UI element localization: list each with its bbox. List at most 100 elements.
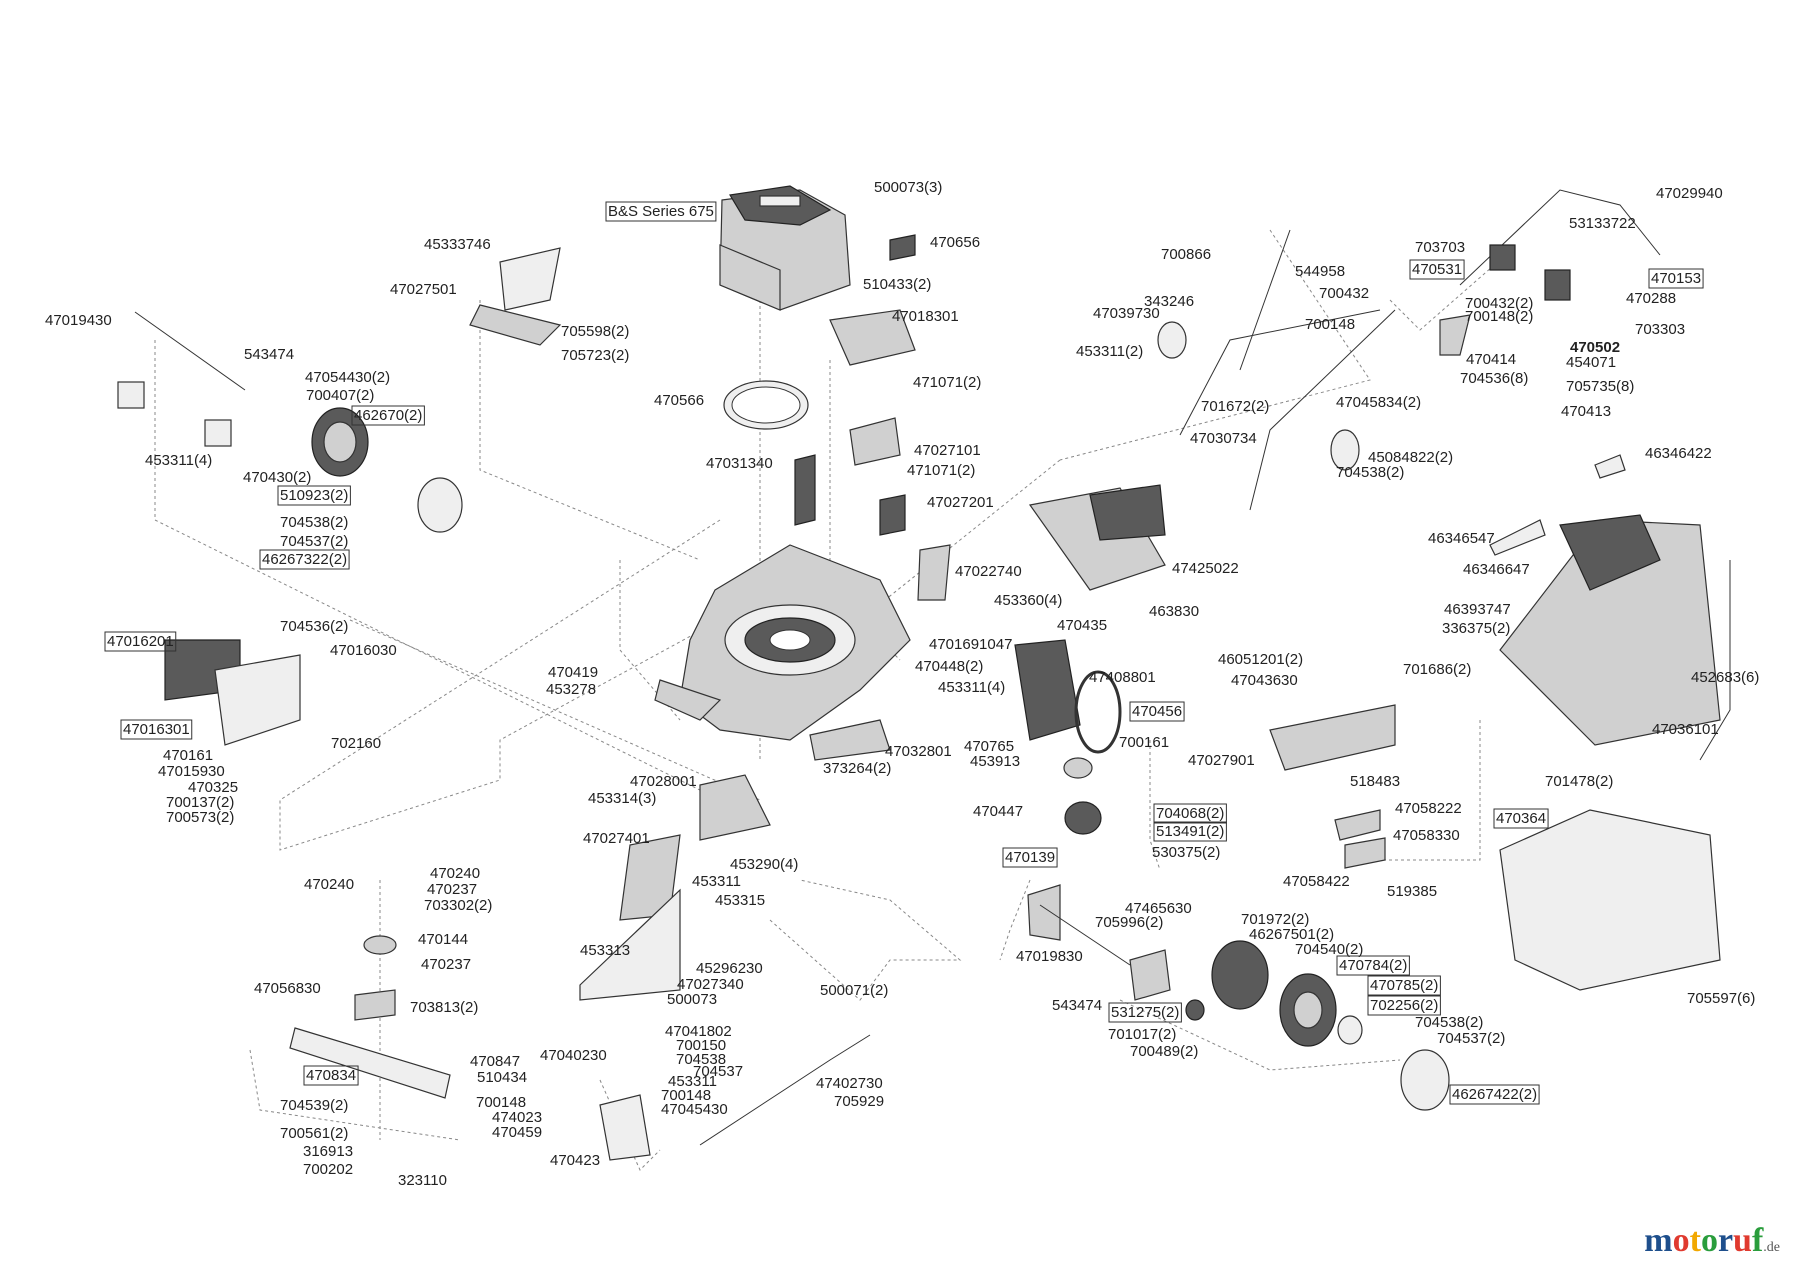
rear-wheel	[1185, 940, 1450, 1111]
part-label-box	[1648, 268, 1704, 289]
part-label: 470765	[964, 738, 1014, 755]
part-label: 704538(2)	[1336, 464, 1404, 481]
part-label: 701478(2)	[1545, 773, 1613, 790]
part-label-box	[1336, 955, 1410, 976]
part-label: 701972(2)	[1241, 911, 1309, 928]
part-label: 704538(2)	[1415, 1014, 1483, 1031]
part-label: 453360(4)	[994, 592, 1062, 609]
part-label: 47027101	[914, 442, 981, 459]
part-label: 700148	[1305, 316, 1355, 333]
part-label: 47027201	[927, 494, 994, 511]
part-label: 704538	[676, 1051, 726, 1068]
part-label-box	[277, 485, 351, 506]
part-label: 703303	[1635, 321, 1685, 338]
part-label-box	[1108, 1002, 1182, 1023]
part-label: 46346547	[1428, 530, 1495, 547]
engine-block	[719, 185, 851, 311]
part-label: 700573(2)	[166, 809, 234, 826]
part-label: 700866	[1161, 246, 1211, 263]
part-label: 45333746	[424, 236, 491, 253]
part-label: 700432	[1319, 285, 1369, 302]
part-label: 510923(2)	[280, 487, 348, 504]
lower-handle	[1179, 229, 1396, 511]
part-label: 46346422	[1645, 445, 1712, 462]
part-label: 47016301	[123, 721, 190, 738]
part-label: 702160	[331, 735, 381, 752]
part-label: 47039730	[1093, 305, 1160, 322]
part-label: 470834	[306, 1067, 356, 1084]
part-label: 47015930	[158, 763, 225, 780]
part-label: 470656	[930, 234, 980, 251]
part-label: 700561(2)	[280, 1125, 348, 1142]
mulch-plug	[579, 774, 771, 1001]
part-label: 543474	[244, 346, 294, 363]
brand-logo-letter: u	[1733, 1222, 1752, 1259]
part-label: 474023	[492, 1109, 542, 1126]
part-label: 705598(2)	[561, 323, 629, 340]
blade-spindle	[289, 935, 451, 1099]
part-label: 46267501(2)	[1249, 926, 1334, 943]
part-label: 453311(4)	[938, 679, 1005, 696]
brand-logo: motoruf.de	[1644, 1222, 1780, 1260]
part-label: 510434	[477, 1069, 527, 1086]
part-label-box	[1002, 847, 1058, 868]
part-label: 47408801	[1089, 669, 1156, 686]
part-label: 47019830	[1016, 948, 1083, 965]
part-label: 470531	[1412, 261, 1462, 278]
part-label: 46393747	[1444, 601, 1511, 618]
part-label: 47029940	[1656, 185, 1723, 202]
part-label: 453311	[668, 1073, 717, 1090]
part-label-box	[1409, 259, 1465, 280]
air-filter-cover	[889, 234, 916, 261]
part-label-box	[1153, 821, 1227, 842]
part-label: 700148	[661, 1087, 711, 1104]
part-label-box	[1129, 701, 1185, 722]
part-label: 700148(2)	[1465, 308, 1533, 325]
part-label: 519385	[1387, 883, 1437, 900]
grass-catcher	[1489, 454, 1721, 991]
brand-logo-letter: r	[1717, 1222, 1734, 1259]
part-label: 703302(2)	[424, 897, 492, 914]
brand-logo-domain: .de	[1763, 1240, 1780, 1255]
part-label: 47027901	[1188, 752, 1255, 769]
part-label: 47045430	[661, 1101, 728, 1118]
part-label: 700137(2)	[166, 794, 234, 811]
part-label-box	[1367, 975, 1441, 996]
part-label: 470144	[418, 931, 468, 948]
brackets-upper	[829, 309, 951, 601]
part-label: 470237	[421, 956, 471, 973]
part-label: 470240	[430, 865, 480, 882]
brand-logo-letter: o	[1672, 1222, 1690, 1259]
part-label: 47058422	[1283, 873, 1350, 890]
part-label: 343246	[1144, 293, 1194, 310]
part-label: 700202	[303, 1161, 353, 1178]
part-label: 705723(2)	[561, 347, 629, 364]
part-label: 704536(2)	[280, 618, 348, 635]
part-label: 705996(2)	[1095, 914, 1163, 931]
height-adjust-rod	[599, 1034, 871, 1161]
belt-cover	[794, 454, 816, 526]
part-label: 470240	[304, 876, 354, 893]
part-label: 705929	[834, 1093, 884, 1110]
brand-logo-letter: t	[1689, 1222, 1701, 1259]
brand-logo-letter: f	[1751, 1222, 1764, 1259]
part-label: 470288	[1626, 290, 1676, 307]
part-label: 470364	[1496, 810, 1546, 827]
part-label: 46051201(2)	[1218, 651, 1303, 668]
upper-handle	[1439, 189, 1661, 356]
part-label: 47041802	[665, 1023, 732, 1040]
part-label: 470566	[654, 392, 704, 409]
side-discharge-chute	[164, 639, 301, 746]
belt	[1074, 670, 1122, 754]
part-label: 45084822(2)	[1368, 449, 1453, 466]
part-label: 470785(2)	[1370, 977, 1438, 994]
part-label: 4701691047	[929, 636, 1012, 653]
part-label-box	[605, 201, 717, 222]
part-label: 703813(2)	[410, 999, 478, 1016]
mower-deck	[654, 544, 911, 741]
part-label-box	[303, 1065, 359, 1086]
part-label: B&S Series 675	[608, 203, 714, 220]
part-label: 704537(2)	[1437, 1030, 1505, 1047]
part-label: 470139	[1005, 849, 1055, 866]
